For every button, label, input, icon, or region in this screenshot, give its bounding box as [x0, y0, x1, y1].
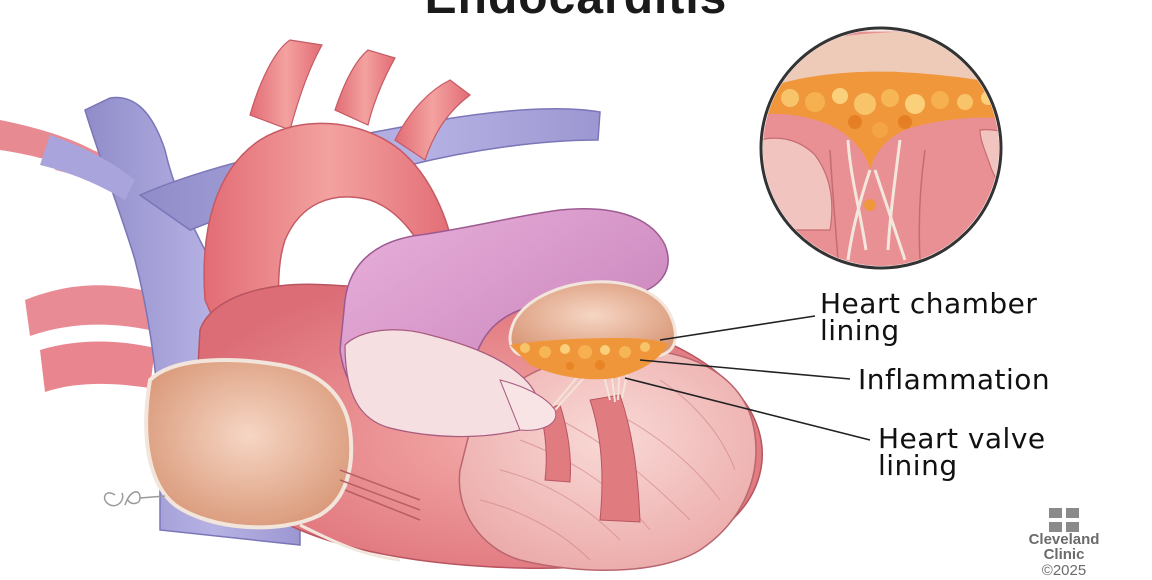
label-heart-valve-lining-line1: Heart valve	[878, 425, 1046, 452]
logo-copyright: ©2025	[1008, 562, 1120, 580]
artist-signature	[105, 492, 165, 506]
zoom-detail-circle	[760, 25, 1020, 275]
right-atrium-cutaway	[146, 360, 351, 527]
cleveland-clinic-logo: Cleveland Clinic ©2025	[1008, 504, 1120, 580]
label-heart-valve-lining: Heart valve lining	[878, 425, 1046, 479]
label-heart-chamber-lining: Heart chamber lining	[820, 290, 1037, 344]
label-heart-chamber-lining-line2: lining	[820, 317, 1037, 344]
label-heart-chamber-lining-line1: Heart chamber	[820, 290, 1037, 317]
label-inflammation: Inflammation	[858, 366, 1050, 393]
label-heart-valve-lining-line2: lining	[878, 452, 1046, 479]
logo-line2: Clinic	[1008, 547, 1120, 562]
logo-line1: Cleveland	[1008, 532, 1120, 547]
